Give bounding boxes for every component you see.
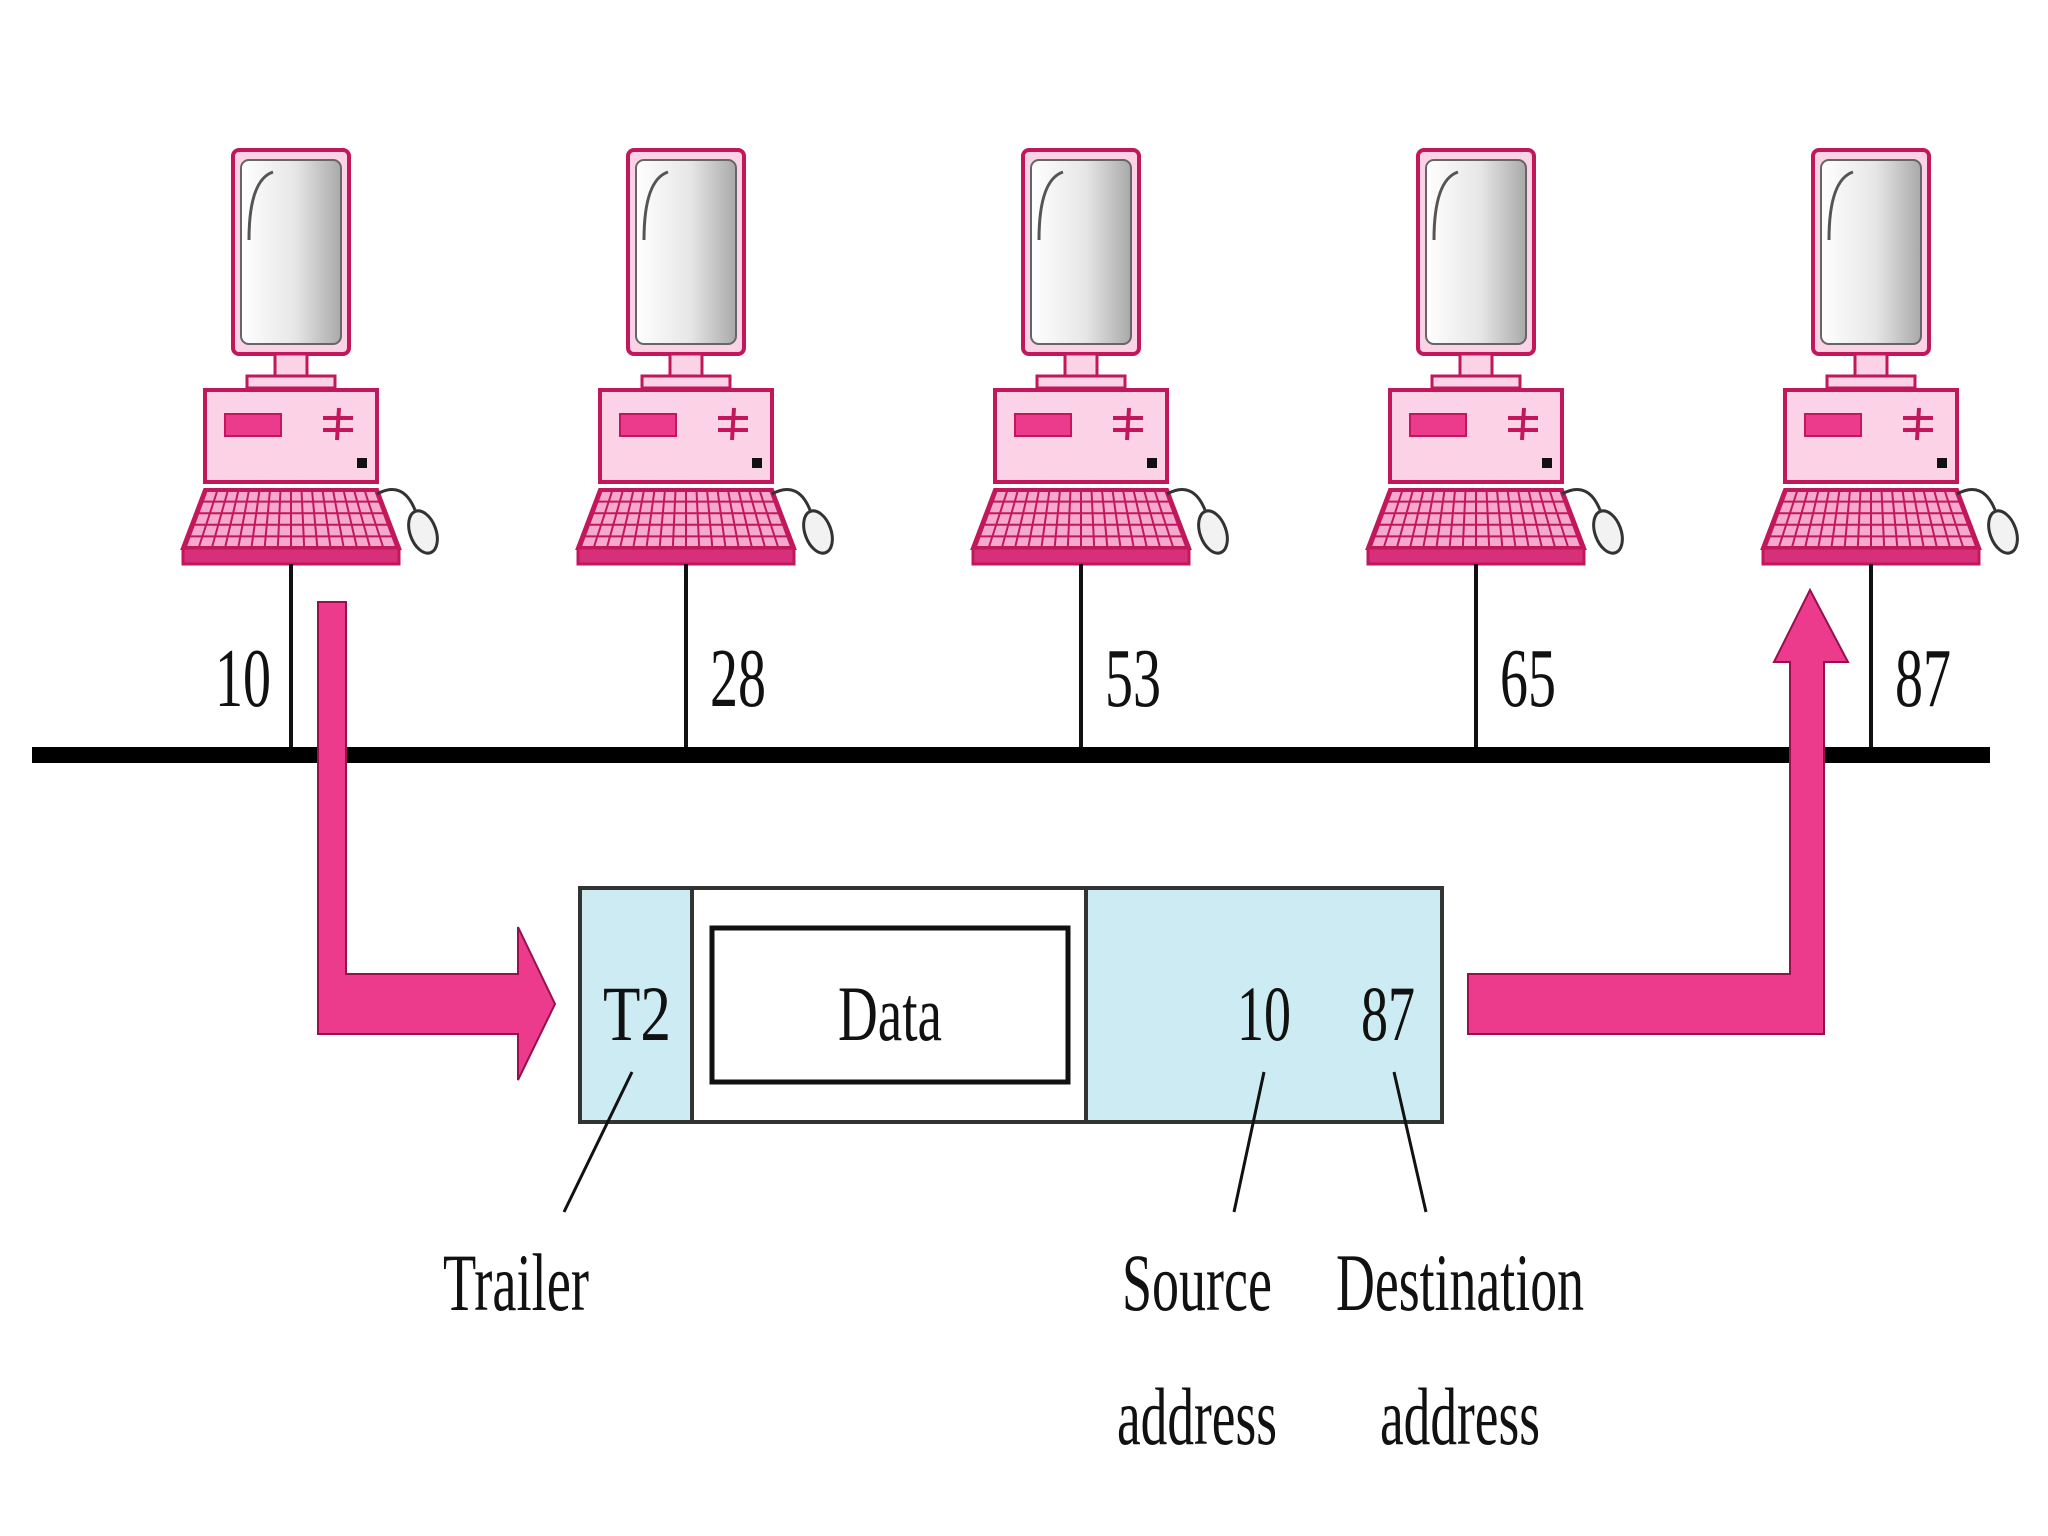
monitor-neck <box>668 352 704 378</box>
screen-glare <box>642 170 669 241</box>
trailer-callout-line <box>562 1071 634 1213</box>
keyboard-front <box>576 546 796 566</box>
drive-slot <box>619 413 677 437</box>
drive-slot <box>224 413 282 437</box>
destination-callout-label-line1: Destination <box>1336 1237 1584 1328</box>
power-led <box>1147 458 1157 468</box>
monitor-base <box>640 374 732 390</box>
trailer-field: T2 <box>603 970 671 1057</box>
computer-icon <box>1365 148 1624 566</box>
computer-icon <box>970 148 1229 566</box>
destination-callout-label-line2: address <box>1380 1371 1540 1462</box>
destination-arrow <box>1467 587 1850 1035</box>
station-address-labels: 10 28 53 65 87 <box>215 632 1951 725</box>
station-address-label: 10 <box>215 632 271 725</box>
station-address-label: 28 <box>710 632 766 725</box>
mouse-icon <box>1197 509 1229 555</box>
drive-slot <box>1014 413 1072 437</box>
mouse-cord <box>1561 488 1602 511</box>
bus-line <box>32 747 1990 763</box>
keyboard-front <box>971 546 1191 566</box>
screen-glare <box>1037 170 1064 241</box>
computer-icon <box>575 148 834 566</box>
power-symbol-icon <box>1903 407 1933 441</box>
monitor-neck <box>1853 352 1889 378</box>
monitor-base <box>1430 374 1522 390</box>
screen-glare <box>1432 170 1459 241</box>
computer-icon <box>180 148 439 566</box>
power-led <box>752 458 762 468</box>
power-symbol-icon <box>323 407 353 441</box>
monitor-base <box>1825 374 1917 390</box>
drive-slot <box>1409 413 1467 437</box>
power-symbol-icon <box>718 407 748 441</box>
mouse-cord <box>1956 488 1997 511</box>
monitor-neck <box>273 352 309 378</box>
keyboard-keys <box>1369 489 1583 549</box>
mouse-icon <box>1987 509 2019 555</box>
drive-slot <box>1804 413 1862 437</box>
keyboard-keys <box>184 489 398 549</box>
monitor-screen <box>1030 159 1132 345</box>
keyboard-keys <box>579 489 793 549</box>
source-arrow <box>317 601 557 1081</box>
monitor-neck <box>1458 352 1494 378</box>
keyboard-front <box>1366 546 1586 566</box>
keyboard-front <box>181 546 401 566</box>
monitor-screen <box>1425 159 1527 345</box>
system-unit <box>203 388 379 484</box>
power-symbol-icon <box>1508 407 1538 441</box>
destination-callout-line <box>1392 1071 1428 1213</box>
power-led <box>1542 458 1552 468</box>
monitor-base <box>245 374 337 390</box>
monitor-screen <box>1820 159 1922 345</box>
power-symbol-icon <box>1113 407 1143 441</box>
monitor-base <box>1035 374 1127 390</box>
frame: T2 Data 10 87 <box>578 886 1444 1124</box>
monitor-screen <box>635 159 737 345</box>
monitor-neck <box>1063 352 1099 378</box>
screen-glare <box>1827 170 1854 241</box>
mouse-icon <box>407 509 439 555</box>
mouse-icon <box>1592 509 1624 555</box>
mouse-cord <box>376 488 417 511</box>
source-callout-line <box>1232 1071 1266 1213</box>
mouse-cord <box>771 488 812 511</box>
screen-glare <box>247 170 274 241</box>
trailer-callout-label: Trailer <box>443 1237 589 1328</box>
source-address-field: 10 <box>1237 970 1291 1057</box>
monitor-screen <box>240 159 342 345</box>
station-address-label: 53 <box>1105 632 1161 725</box>
source-callout-label-line1: Source <box>1122 1237 1272 1328</box>
keyboard-front <box>1761 546 1981 566</box>
station-drop-lines <box>289 564 1873 750</box>
station-address-label: 87 <box>1895 632 1951 725</box>
station-address-label: 65 <box>1500 632 1556 725</box>
keyboard-keys <box>974 489 1188 549</box>
source-callout-label-line2: address <box>1117 1371 1277 1462</box>
destination-address-field: 87 <box>1361 970 1415 1057</box>
mouse-cord <box>1166 488 1207 511</box>
keyboard-keys <box>1764 489 1978 549</box>
computer-icon <box>1760 148 2019 566</box>
stations <box>180 148 2019 566</box>
data-box <box>709 925 1071 1085</box>
mouse-icon <box>802 509 834 555</box>
power-led <box>357 458 367 468</box>
data-field: Data <box>838 970 942 1057</box>
power-led <box>1937 458 1947 468</box>
